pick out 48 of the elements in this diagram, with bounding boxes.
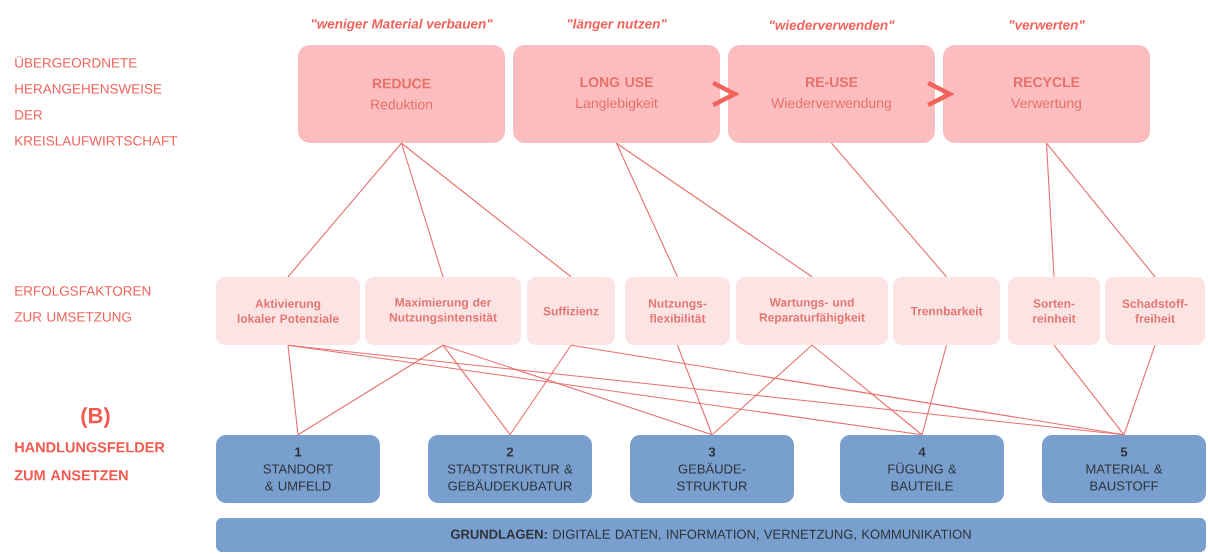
connector-line bbox=[1053, 344, 1125, 436]
connector-line bbox=[509, 344, 572, 436]
section-heading: ERFOLGSFAKTOREN ZUR UMSETZUNG bbox=[14, 286, 151, 322]
factor-box: Trennbarkeit bbox=[893, 277, 1000, 345]
connector-line bbox=[1045, 142, 1156, 278]
field-box: 4 FÜGUNG & BAUTEILE bbox=[840, 435, 1004, 503]
quote-text: "weniger Material verbauen" bbox=[311, 18, 493, 32]
connector-line bbox=[1123, 344, 1156, 436]
connector-line bbox=[1045, 142, 1055, 278]
factor-box: Maximierung der Nutzungsintensität bbox=[365, 277, 521, 345]
section-heading: ÜBERGEORDNETE HERANGEHENSWEISE DER KREISLAUFWIRTSCHAFT bbox=[15, 56, 178, 146]
connector-line bbox=[615, 142, 813, 278]
quote-text: "länger nutzen" bbox=[567, 18, 667, 32]
connector-line bbox=[400, 142, 444, 278]
factor-box: Nutzungs- flexibilität bbox=[625, 277, 730, 345]
section-letter: (B) bbox=[81, 407, 110, 428]
connector-line bbox=[570, 344, 1125, 436]
foundation-bar: GRUNDLAGEN: DIGITALE DATEN, INFORMATION, VERNETZUNG, KOMMUNIKATION bbox=[216, 518, 1206, 552]
connector-line bbox=[287, 344, 299, 436]
factor-box: Suffizienz bbox=[527, 277, 615, 345]
connector-line bbox=[830, 142, 948, 278]
approach-box: RE-USE Wiederverwendung bbox=[728, 45, 935, 143]
factor-box: Sorten- reinheit bbox=[1008, 277, 1100, 345]
connector-line bbox=[442, 344, 713, 436]
connector-line bbox=[287, 142, 403, 278]
connector-line bbox=[297, 344, 444, 436]
chevron-arrow bbox=[712, 81, 740, 107]
field-box: 5 MATERIAL & BAUSTOFF bbox=[1042, 435, 1206, 503]
approach-box: RECYCLE Verwertung bbox=[943, 45, 1150, 143]
connector-line bbox=[676, 344, 713, 436]
field-box: 2 STADTSTRUKTUR & GEBÄUDEKUBATUR bbox=[428, 435, 592, 503]
chevron-arrow bbox=[927, 81, 955, 107]
approach-box: REDUCE Reduktion bbox=[298, 45, 505, 143]
connector-line bbox=[711, 344, 813, 436]
section-heading: HANDLUNGSFELDER ZUM ANSETZEN bbox=[14, 442, 165, 481]
approach-box: LONG USE Langlebigkeit bbox=[513, 45, 720, 143]
field-box: 3 GEBÄUDE- STRUKTUR bbox=[630, 435, 794, 503]
connector-line bbox=[442, 344, 511, 436]
factor-box: Wartungs- und Reparaturfähigkeit bbox=[736, 277, 888, 345]
connector-line bbox=[921, 344, 948, 436]
factor-box: Schadstoff- freiheit bbox=[1105, 277, 1205, 345]
field-box: 1 STANDORT & UMFELD bbox=[216, 435, 380, 503]
connector-line bbox=[811, 344, 923, 436]
connector-line bbox=[400, 142, 572, 278]
connector-line bbox=[615, 142, 679, 278]
quote-text: "wiederverwenden" bbox=[769, 20, 895, 30]
factor-box: Aktivierung lokaler Potenziale bbox=[216, 277, 360, 345]
quote-text: "verwerten" bbox=[1009, 20, 1085, 30]
